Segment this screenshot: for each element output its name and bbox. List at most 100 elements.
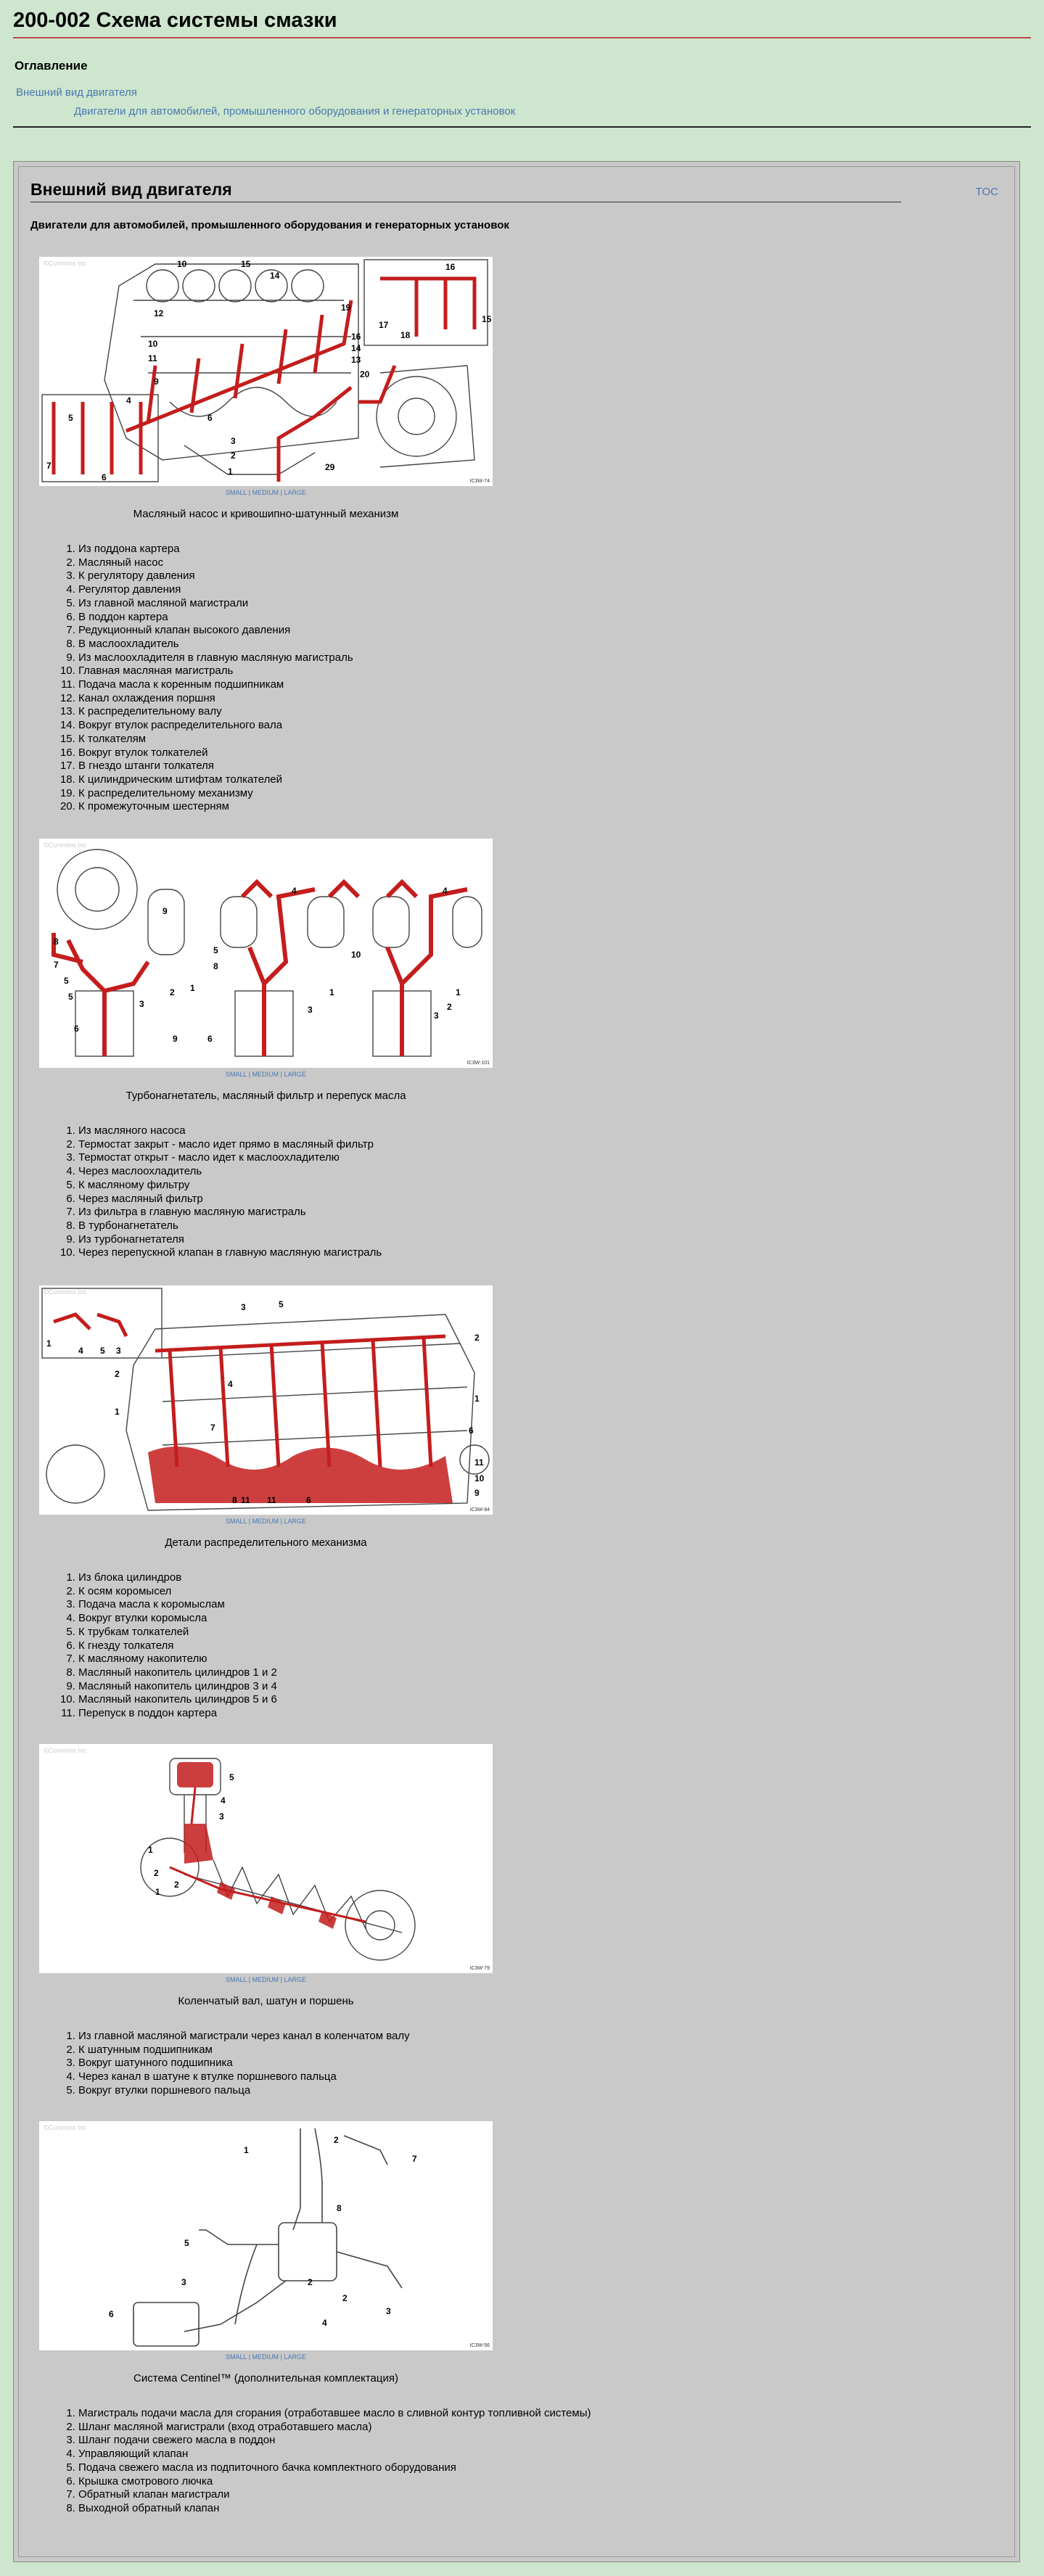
size-small-link[interactable]: SMALL bbox=[226, 489, 247, 496]
list-item: Из масляного насоса bbox=[78, 1124, 382, 1138]
figure-caption: Коленчатый вал, шатун и поршень bbox=[178, 1995, 354, 2007]
size-small-link[interactable]: SMALL bbox=[226, 1518, 247, 1525]
svg-text:11: 11 bbox=[241, 1495, 250, 1505]
svg-text:10: 10 bbox=[474, 1473, 485, 1484]
legend-list: Из блока цилиндровК осям коромыселПодача… bbox=[30, 1571, 277, 1721]
list-item: Вокруг втулки коромысла bbox=[78, 1612, 277, 1626]
legend-list: Из поддона картераМасляный насосК регуля… bbox=[30, 543, 353, 814]
list-item: К шатунным подшипникам bbox=[78, 2044, 410, 2057]
list-item: К промежуточным шестерням bbox=[78, 800, 353, 814]
watermark: ©Cummins Inc bbox=[44, 1747, 87, 1754]
list-item: Управляющий клапан bbox=[78, 2448, 591, 2461]
svg-text:2: 2 bbox=[308, 2277, 313, 2287]
toc-heading: Оглавление bbox=[15, 59, 88, 73]
svg-text:2: 2 bbox=[115, 1369, 120, 1379]
valve-train-diagram[interactable]: ©Cummins Inc bbox=[39, 1285, 493, 1515]
crankshaft-diagram[interactable]: ©Cummins Inc bbox=[39, 1744, 493, 1973]
svg-text:15: 15 bbox=[241, 259, 251, 269]
svg-text:8: 8 bbox=[54, 937, 59, 947]
turbo-filter-diagram[interactable]: ©Cummins Inc bbox=[39, 839, 493, 1068]
svg-text:1: 1 bbox=[190, 983, 195, 993]
size-medium-link[interactable]: MEDIUM bbox=[252, 1976, 279, 1983]
list-item: Подача свежего масла из подпиточного бач… bbox=[78, 2461, 591, 2475]
list-item: Вокруг втулок распределительного вала bbox=[78, 719, 353, 733]
svg-text:14: 14 bbox=[270, 271, 280, 281]
svg-text:6: 6 bbox=[306, 1495, 311, 1505]
svg-text:8: 8 bbox=[232, 1495, 237, 1505]
svg-text:2: 2 bbox=[174, 1880, 179, 1890]
size-large-link[interactable]: LARGE bbox=[284, 489, 306, 496]
list-item: Шланг подачи свежего масла в поддон bbox=[78, 2434, 591, 2448]
figure-oil-pump: ©Cummins Inc bbox=[39, 257, 493, 496]
svg-text:7: 7 bbox=[210, 1423, 215, 1433]
list-item: Из главной масляной магистрали через кан… bbox=[78, 2030, 410, 2044]
size-medium-link[interactable]: MEDIUM bbox=[252, 1071, 279, 1078]
toc-back-link[interactable]: TOC bbox=[975, 186, 998, 198]
oil-pump-diagram[interactable]: ©Cummins Inc bbox=[39, 257, 493, 486]
svg-text:8: 8 bbox=[337, 2203, 342, 2213]
svg-text:5: 5 bbox=[279, 1299, 284, 1309]
list-item: К трубкам толкателей bbox=[78, 1626, 277, 1639]
size-medium-link[interactable]: MEDIUM bbox=[252, 1518, 279, 1525]
image-size-links: SMALL | MEDIUM | LARGE bbox=[226, 2353, 306, 2361]
svg-text:3: 3 bbox=[308, 1005, 313, 1015]
size-small-link[interactable]: SMALL bbox=[226, 1976, 247, 1983]
size-small-link[interactable]: SMALL bbox=[226, 2353, 247, 2361]
list-item: Из главной масляной магистрали bbox=[78, 597, 353, 611]
svg-text:5: 5 bbox=[68, 413, 73, 423]
svg-text:6: 6 bbox=[109, 2309, 114, 2319]
svg-text:3: 3 bbox=[219, 1811, 224, 1822]
svg-text:6: 6 bbox=[469, 1425, 474, 1436]
svg-text:5: 5 bbox=[64, 976, 69, 986]
svg-text:17: 17 bbox=[379, 320, 389, 330]
image-size-links: SMALL | MEDIUM | LARGE bbox=[226, 489, 306, 496]
svg-text:6: 6 bbox=[207, 1034, 213, 1044]
svg-text:7: 7 bbox=[412, 2154, 417, 2164]
section-title: Внешний вид двигателя bbox=[30, 180, 901, 202]
svg-text:18: 18 bbox=[400, 330, 411, 340]
svg-text:4: 4 bbox=[292, 886, 297, 896]
toc-link-engines[interactable]: Двигатели для автомобилей, промышленного… bbox=[74, 105, 516, 118]
size-large-link[interactable]: LARGE bbox=[284, 1518, 306, 1525]
svg-text:29: 29 bbox=[325, 462, 335, 472]
list-item: К гнезду толкателя bbox=[78, 1639, 277, 1653]
svg-text:3: 3 bbox=[181, 2277, 186, 2287]
list-item: Магистраль подачи масла для сгорания (от… bbox=[78, 2407, 591, 2421]
list-item: К осям коромысел bbox=[78, 1585, 277, 1599]
svg-text:12: 12 bbox=[154, 308, 164, 318]
size-small-link[interactable]: SMALL bbox=[226, 1071, 247, 1078]
svg-text:1: 1 bbox=[115, 1407, 120, 1417]
svg-text:3: 3 bbox=[231, 436, 236, 446]
page-header: 200-002 Схема системы смазки Оглавление … bbox=[0, 0, 1044, 128]
size-large-link[interactable]: LARGE bbox=[284, 1071, 306, 1078]
list-item: Подача масла к коромыслам bbox=[78, 1598, 277, 1612]
list-item: К масляному фильтру bbox=[78, 1179, 382, 1193]
list-item: Вокруг шатунного подшипника bbox=[78, 2057, 410, 2070]
image-code: IC3W-84 bbox=[469, 1507, 490, 1513]
svg-text:6: 6 bbox=[207, 413, 213, 423]
svg-text:8: 8 bbox=[213, 961, 218, 971]
legend-list: Магистраль подачи масла для сгорания (от… bbox=[30, 2407, 591, 2516]
list-item: Вокруг втулок толкателей bbox=[78, 746, 353, 760]
toc-link-engine-view[interactable]: Внешний вид двигателя bbox=[16, 86, 137, 99]
svg-text:14: 14 bbox=[351, 343, 361, 353]
list-item: Шланг масляной магистрали (вход отработа… bbox=[78, 2421, 591, 2435]
watermark: ©Cummins Inc bbox=[44, 260, 87, 267]
list-item: Термостат закрыт - масло идет прямо в ма… bbox=[78, 1138, 382, 1152]
svg-text:9: 9 bbox=[163, 906, 168, 916]
size-large-link[interactable]: LARGE bbox=[284, 1976, 306, 1983]
list-item: Масляный насос bbox=[78, 556, 353, 570]
watermark: ©Cummins Inc bbox=[44, 2124, 87, 2131]
svg-text:9: 9 bbox=[173, 1034, 178, 1044]
figure-caption: Турбонагнетатель, масляный фильтр и пере… bbox=[126, 1090, 406, 1102]
svg-text:1: 1 bbox=[456, 987, 461, 997]
legend-list: Из главной масляной магистрали через кан… bbox=[30, 2030, 410, 2098]
size-large-link[interactable]: LARGE bbox=[284, 2353, 306, 2361]
size-medium-link[interactable]: MEDIUM bbox=[252, 489, 279, 496]
watermark: ©Cummins Inc bbox=[44, 1288, 87, 1296]
size-medium-link[interactable]: MEDIUM bbox=[252, 2353, 279, 2361]
svg-text:5: 5 bbox=[213, 945, 218, 955]
image-code: IC3W-74 bbox=[469, 479, 490, 484]
